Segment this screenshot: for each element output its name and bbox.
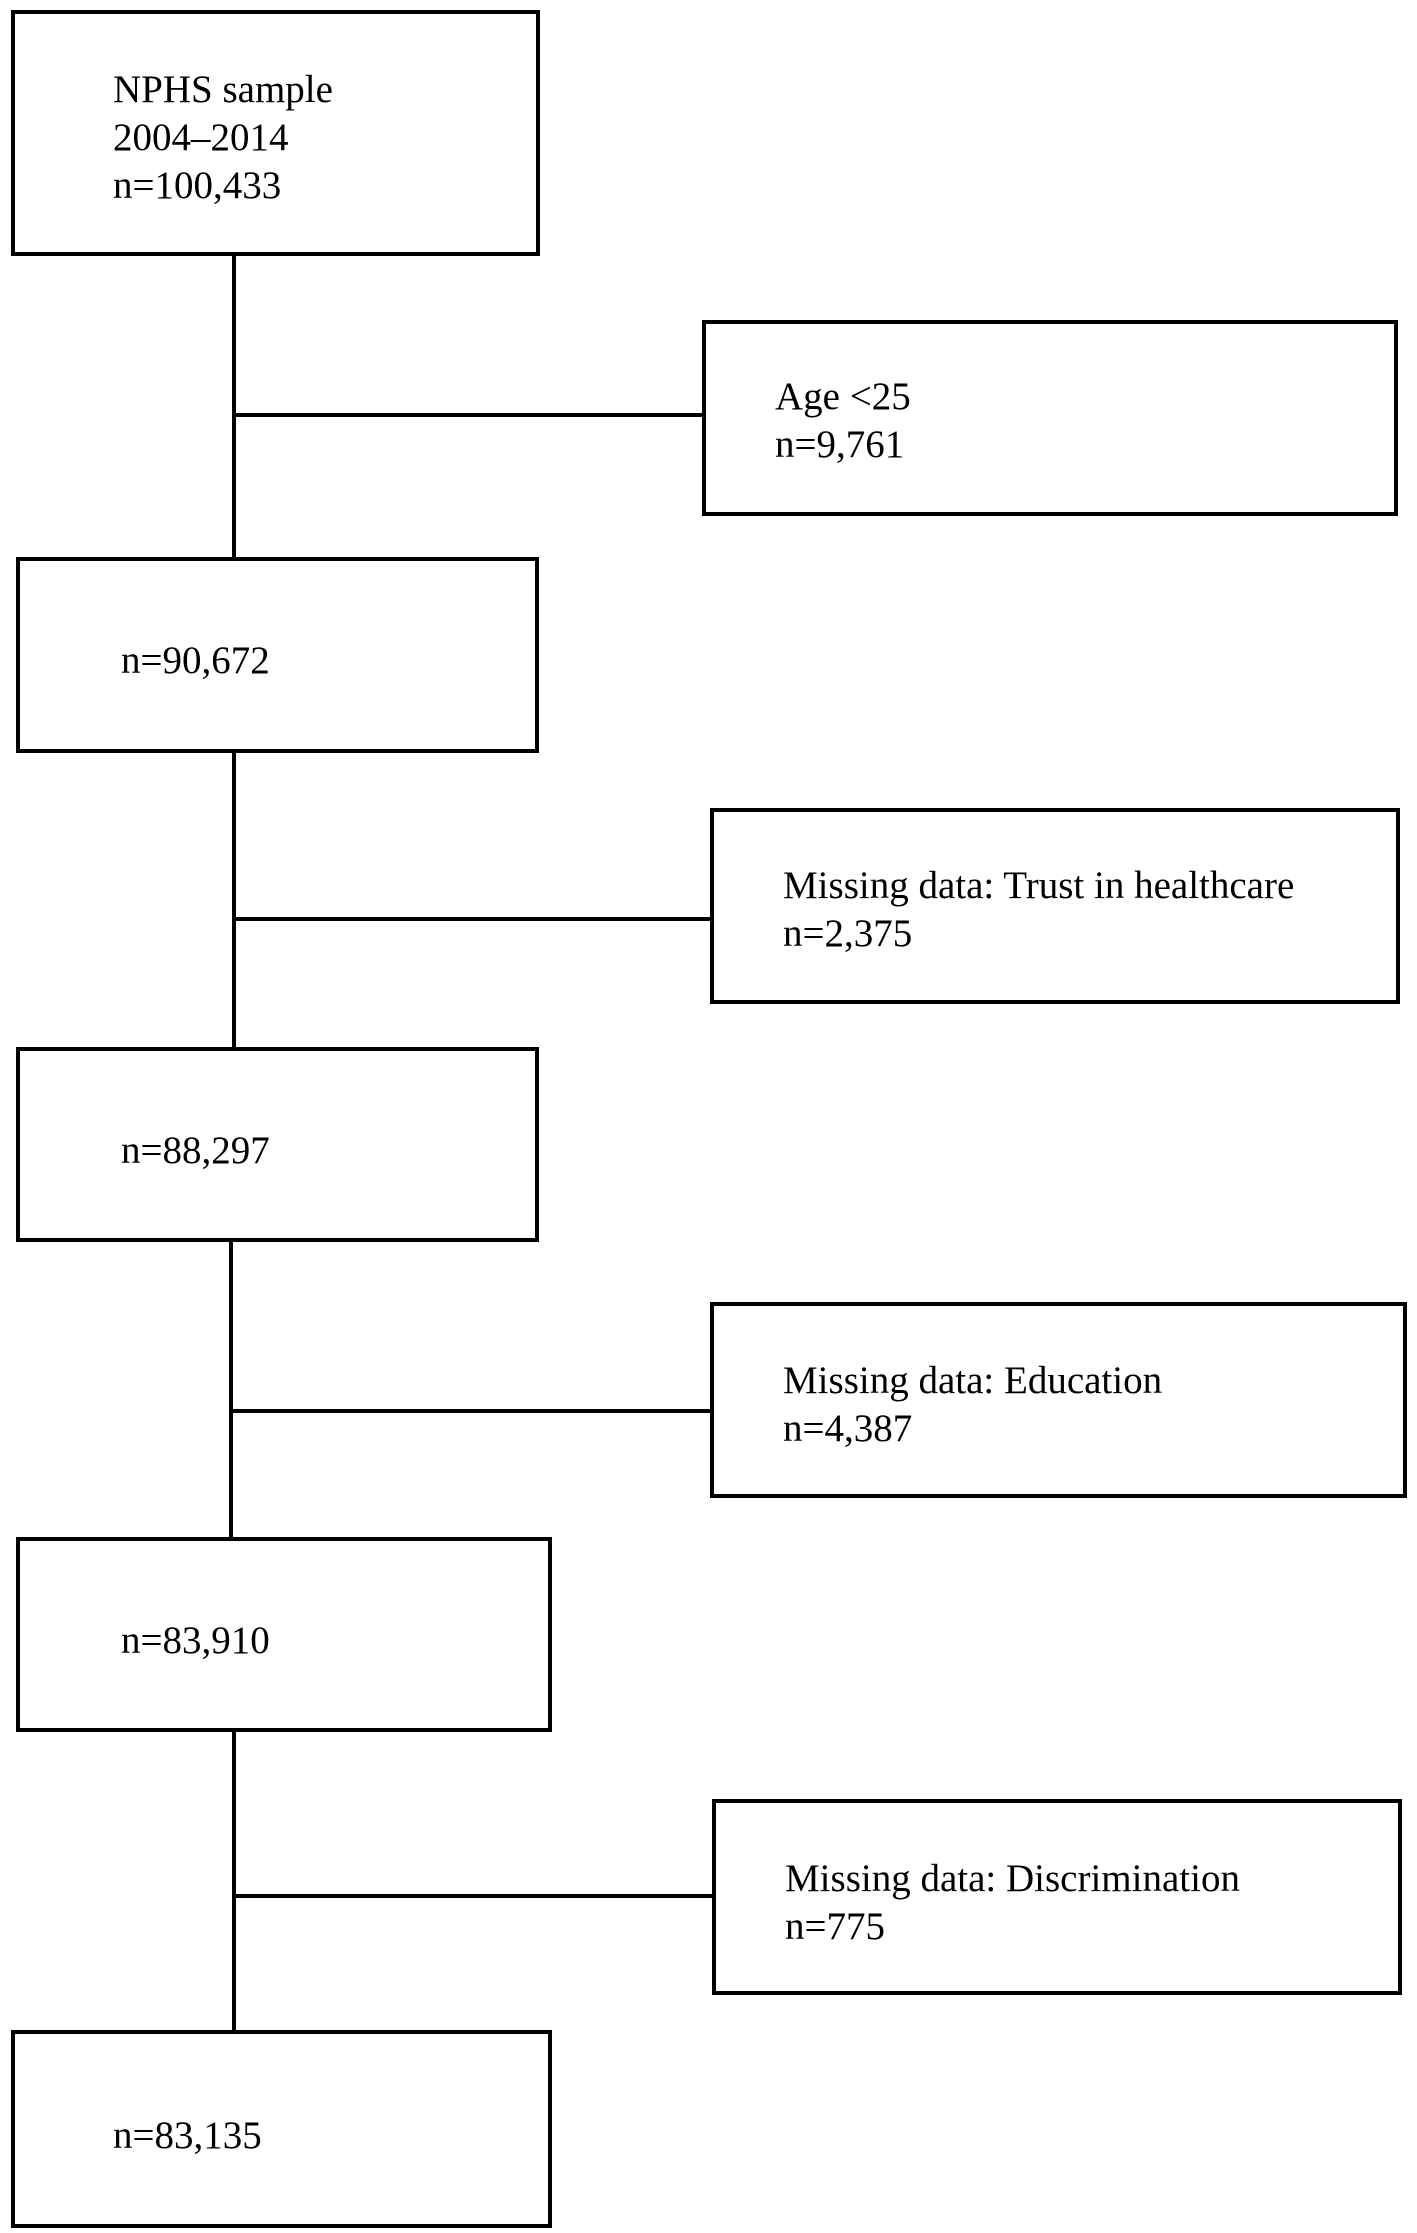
exclusion-box-1: Age <25 n=9,761: [702, 320, 1398, 516]
box-label-line: Missing data: Education: [783, 1359, 1163, 1402]
box-label-line: n=4,387: [783, 1407, 913, 1450]
box-label-line: n=88,297: [121, 1129, 270, 1172]
connector-vertical-1: [232, 252, 236, 560]
box-label-line: Missing data: Trust in healthcare: [783, 864, 1295, 907]
exclusion-box-2-text: Missing data: Trust in healthcare n=2,37…: [783, 862, 1294, 958]
main-box-5-text: n=83,135: [113, 2112, 262, 2160]
box-label-line: n=9,761: [775, 423, 905, 466]
box-label-line: n=83,135: [113, 2114, 262, 2157]
box-label-line: Missing data: Discrimination: [785, 1857, 1240, 1900]
exclusion-box-2: Missing data: Trust in healthcare n=2,37…: [710, 808, 1400, 1004]
exclusion-box-4: Missing data: Discrimination n=775: [712, 1799, 1402, 1995]
box-label-line: Age <25: [775, 375, 911, 418]
exclusion-box-3: Missing data: Education n=4,387: [710, 1302, 1407, 1498]
connector-horizontal-1: [232, 413, 706, 417]
main-box-3: n=88,297: [16, 1047, 539, 1242]
box-label-line: n=83,910: [121, 1619, 270, 1662]
connector-vertical-4: [232, 1732, 236, 2034]
connector-horizontal-2: [232, 917, 713, 921]
connector-vertical-3: [229, 1240, 233, 1542]
exclusion-box-4-text: Missing data: Discrimination n=775: [785, 1855, 1240, 1951]
main-box-5: n=83,135: [11, 2030, 552, 2228]
main-box-2: n=90,672: [16, 557, 539, 753]
box-label-line: n=100,433: [113, 164, 282, 207]
main-box-3-text: n=88,297: [121, 1127, 270, 1175]
main-box-2-text: n=90,672: [121, 637, 270, 685]
main-box-1-text: NPHS sample 2004–2014 n=100,433: [113, 66, 333, 210]
connector-vertical-2: [232, 752, 236, 1052]
box-label-line: n=2,375: [783, 912, 913, 955]
main-box-4-text: n=83,910: [121, 1617, 270, 1665]
box-label-line: 2004–2014: [113, 116, 289, 159]
box-label-line: NPHS sample: [113, 68, 333, 111]
connector-horizontal-3: [229, 1409, 713, 1413]
box-label-line: n=90,672: [121, 639, 270, 682]
main-box-1: NPHS sample 2004–2014 n=100,433: [11, 10, 540, 256]
exclusion-box-3-text: Missing data: Education n=4,387: [783, 1357, 1162, 1453]
exclusion-box-1-text: Age <25 n=9,761: [775, 373, 911, 469]
box-label-line: n=775: [785, 1905, 885, 1948]
connector-horizontal-4: [232, 1894, 713, 1898]
main-box-4: n=83,910: [16, 1537, 552, 1732]
